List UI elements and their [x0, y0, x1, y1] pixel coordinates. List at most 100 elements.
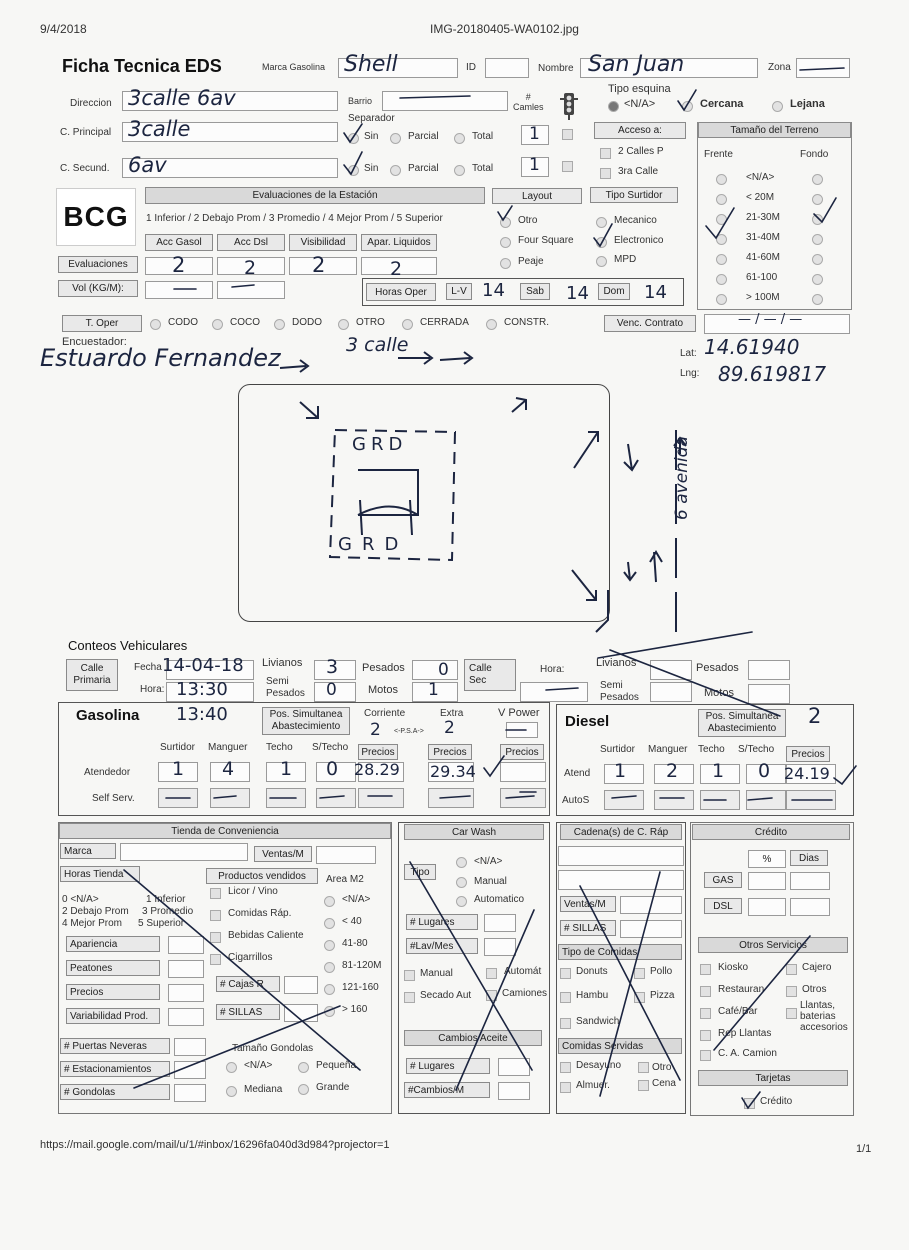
area-radio-3[interactable]: [324, 962, 335, 973]
restauran-check[interactable]: [700, 986, 711, 997]
fondo-radio-6[interactable]: [812, 294, 823, 305]
diesel-pos-simultanea-button[interactable]: Pos. Simultanea Abastecimiento: [698, 709, 786, 737]
gondola-mediana-radio[interactable]: [226, 1086, 237, 1097]
carriles2-field[interactable]: [521, 157, 549, 177]
carriles1-field[interactable]: [521, 125, 549, 145]
otros-serv-check[interactable]: [786, 986, 797, 997]
rating-button-3[interactable]: Variabilidad Prod.: [66, 1008, 160, 1024]
sep1-total-radio[interactable]: [454, 133, 465, 144]
tienda-ventas-button[interactable]: Ventas/M: [254, 846, 312, 862]
esquina-lejana-radio[interactable]: [772, 101, 783, 112]
cprincipal-field[interactable]: [122, 122, 338, 142]
cafebar-check[interactable]: [700, 1008, 711, 1019]
layout-foursquare-radio[interactable]: [500, 237, 511, 248]
diesel-precio-button[interactable]: Precios: [786, 746, 830, 762]
gas-atend-field-5[interactable]: [428, 762, 474, 782]
gondola-pequena-radio[interactable]: [298, 1062, 309, 1073]
cajero-check[interactable]: [786, 964, 797, 975]
cw-lugares-button[interactable]: # Lugares: [406, 914, 478, 930]
dom-button[interactable]: Dom: [598, 283, 630, 300]
horas-tienda-button[interactable]: Horas Tienda: [60, 866, 140, 882]
lv-button[interactable]: L-V: [446, 283, 472, 300]
dias-button[interactable]: Dias: [790, 850, 828, 866]
eval-acc-gasol-field[interactable]: [145, 257, 213, 275]
estacionamientos-button[interactable]: # Estacionamientos: [60, 1061, 170, 1077]
gas-button[interactable]: GAS: [704, 872, 742, 888]
cadena-field-2[interactable]: [558, 870, 684, 890]
dsl-auto-field-1[interactable]: [654, 790, 694, 810]
cena-check[interactable]: [638, 1080, 649, 1091]
dsl-button[interactable]: DSL: [704, 898, 742, 914]
venc-contrato-button[interactable]: Venc. Contrato: [604, 315, 696, 332]
fondo-radio-5[interactable]: [812, 274, 823, 285]
esquina-na-radio[interactable]: [608, 101, 619, 112]
gas-pos-simultanea-button[interactable]: Pos. Simultanea Abastecimiento: [262, 707, 350, 735]
cw-secado-check[interactable]: [404, 992, 415, 1003]
comida-sandwich-check[interactable]: [560, 1018, 571, 1029]
rating-field-3[interactable]: [168, 1008, 204, 1026]
cw-na-radio[interactable]: [456, 857, 467, 868]
dsl-atend-field-1[interactable]: [654, 764, 694, 784]
toper-radio-5[interactable]: [486, 319, 497, 330]
dsl-atend-field-2[interactable]: [700, 764, 740, 784]
area-radio-0[interactable]: [324, 896, 335, 907]
ca-cambios-button[interactable]: #Cambios/M: [404, 1082, 490, 1098]
cadena-sillas-field[interactable]: [620, 920, 682, 938]
ca-camion-check[interactable]: [700, 1050, 711, 1061]
gas-self-field-3[interactable]: [316, 788, 356, 808]
sillas-button[interactable]: # SILLAS: [216, 1004, 280, 1020]
frente-radio-1[interactable]: [716, 194, 727, 205]
rating-button-2[interactable]: Precios: [66, 984, 160, 1000]
fondo-radio-1[interactable]: [812, 194, 823, 205]
cw-lugares-field[interactable]: [484, 914, 516, 932]
horas-oper-button[interactable]: Horas Oper: [366, 283, 436, 301]
gas-pct-field[interactable]: [748, 872, 786, 890]
producto-check-0[interactable]: [210, 888, 221, 899]
puertas-field[interactable]: [174, 1038, 206, 1056]
vol-field-2[interactable]: [217, 281, 285, 299]
frente-radio-6[interactable]: [716, 294, 727, 305]
frente-radio-0[interactable]: [716, 174, 727, 185]
frente-radio-3[interactable]: [716, 234, 727, 245]
barrio-field[interactable]: [382, 91, 508, 111]
semi2-field[interactable]: [650, 682, 692, 702]
cw-lav-button[interactable]: #Lav/Mes: [406, 938, 478, 954]
eval-apar-field[interactable]: [361, 257, 437, 275]
fondo-radio-0[interactable]: [812, 174, 823, 185]
producto-check-2[interactable]: [210, 932, 221, 943]
comida-hambu-check[interactable]: [560, 992, 571, 1003]
estacionamientos-field[interactable]: [174, 1061, 206, 1079]
pesados2-field[interactable]: [748, 660, 790, 680]
cw-manual-radio[interactable]: [456, 877, 467, 888]
tipo-surtidor-button[interactable]: Tipo Surtidor: [590, 187, 678, 203]
toper-radio-3[interactable]: [338, 319, 349, 330]
ca-cambios-field[interactable]: [498, 1082, 530, 1100]
surtidor-mecanico-radio[interactable]: [596, 217, 607, 228]
comida-donuts-check[interactable]: [560, 968, 571, 979]
motos2-field[interactable]: [748, 684, 790, 704]
dsl-auto-field-3[interactable]: [746, 790, 786, 810]
layout-button[interactable]: Layout: [492, 188, 582, 204]
frente-radio-5[interactable]: [716, 274, 727, 285]
zona-field[interactable]: [796, 58, 850, 78]
eval-visibilidad-field[interactable]: [289, 257, 357, 275]
hora-field[interactable]: [166, 682, 254, 702]
cw-manual-check[interactable]: [404, 970, 415, 981]
gas-self-field-1[interactable]: [210, 788, 250, 808]
gas-atend-field-6[interactable]: [500, 762, 546, 782]
cw-auto-radio[interactable]: [456, 896, 467, 907]
almuer-check[interactable]: [560, 1082, 571, 1093]
toper-radio-1[interactable]: [212, 319, 223, 330]
toper-radio-0[interactable]: [150, 319, 161, 330]
productos-button[interactable]: Productos vendidos: [206, 868, 318, 884]
calle-sec-button[interactable]: Calle Sec: [464, 659, 516, 691]
eval-col-acc-dsl[interactable]: Acc Dsl: [217, 234, 285, 251]
gondola-na-radio[interactable]: [226, 1062, 237, 1073]
carriles1-check[interactable]: [562, 129, 573, 140]
area-radio-1[interactable]: [324, 918, 335, 929]
cw-automat-check[interactable]: [486, 968, 497, 979]
csecund-field[interactable]: [122, 158, 338, 178]
rating-field-2[interactable]: [168, 984, 204, 1002]
tienda-marca-button[interactable]: Marca: [60, 843, 116, 859]
precio-extra-button[interactable]: Precios: [428, 744, 472, 760]
